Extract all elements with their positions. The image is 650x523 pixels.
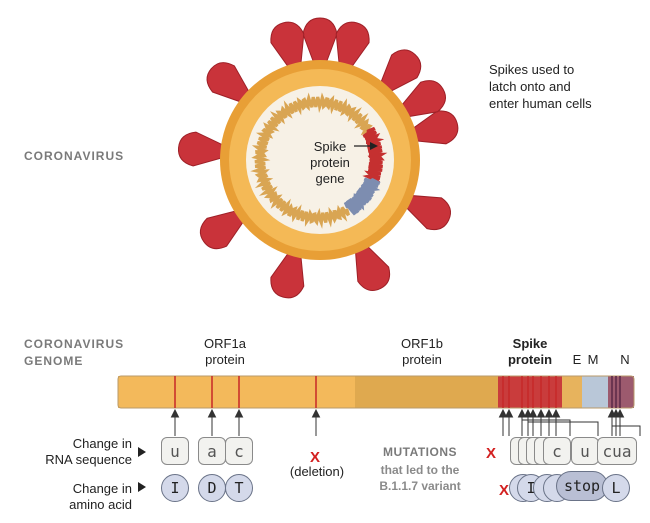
genome-outline [117, 375, 635, 409]
spike-protein [199, 209, 247, 250]
amino-change-label: Change in amino acid [69, 481, 132, 512]
spike-protein [354, 242, 391, 291]
spike-deletion-mark: X [486, 445, 497, 462]
rna-box: cua [597, 437, 637, 465]
mutations-subtitle: that led to the B.1.1.7 variant [379, 463, 461, 493]
amino-circle-stop: stop [556, 471, 608, 501]
protein-label-orf1a: ORF1a protein [204, 336, 246, 367]
rna-box: c [225, 437, 253, 465]
mutation-lines [174, 376, 557, 408]
genome-segment-em [582, 376, 608, 408]
n-mutation-lines [611, 376, 621, 408]
spike-protein [335, 21, 370, 72]
amino-circle: I [161, 474, 189, 502]
protein-label-e: E [572, 352, 582, 367]
rna-strand [250, 92, 373, 229]
amino-circle: T [225, 474, 253, 502]
protein-label-spike: Spike protein [507, 336, 553, 367]
amino-circle: L [602, 474, 630, 502]
rna-box: u [571, 437, 599, 465]
genome-segment-orf1a [118, 376, 355, 408]
genome-label: CORONAVIRUS GENOME [24, 337, 125, 368]
coronavirus-illustration [177, 17, 459, 299]
amino-circle: D [198, 474, 226, 502]
genome-diagram [117, 375, 641, 492]
deletion-mark: X [310, 449, 321, 466]
spike-protein [270, 21, 305, 72]
spike-gene-arrowhead [370, 142, 378, 150]
rna-tail-strand [343, 177, 381, 216]
legend-arrow-rna [138, 447, 146, 457]
genome-segment-orf3 [562, 376, 582, 408]
protein-label-orf1b: ORF1b protein [401, 336, 443, 367]
rna-box: a [198, 437, 226, 465]
spike-protein [206, 62, 252, 104]
spike-gene-label: Spike protein gene [310, 139, 350, 186]
deletion-label: (deletion) [289, 464, 345, 479]
spikes-caption: Spikes used to latch onto and enter huma… [489, 62, 592, 111]
spike-deletion-mark: X [499, 482, 510, 499]
spike-protein [402, 194, 451, 231]
spike-gene-strand [362, 126, 388, 184]
protein-label-n: N [620, 352, 630, 367]
rna-change-label: Change in RNA sequence [45, 436, 132, 467]
coronavirus-label: CORONAVIRUS [24, 149, 125, 163]
spike-protein [378, 49, 422, 95]
rna-box: c [543, 437, 571, 465]
rna-box: u [161, 437, 189, 465]
protein-label-m: M [587, 352, 599, 367]
mutations-title: MUTATIONS [382, 445, 458, 459]
spike-protein [398, 80, 447, 118]
spike-protein [270, 248, 305, 299]
legend-arrow-amino [138, 482, 146, 492]
genome-segment-orf1b [355, 376, 498, 408]
spike-protein [177, 131, 228, 167]
genome-segment-spike [498, 376, 562, 408]
spike-protein [302, 17, 338, 67]
spike-proteins [177, 17, 459, 299]
spike-protein [408, 110, 459, 145]
mutation-arrows [170, 408, 641, 436]
